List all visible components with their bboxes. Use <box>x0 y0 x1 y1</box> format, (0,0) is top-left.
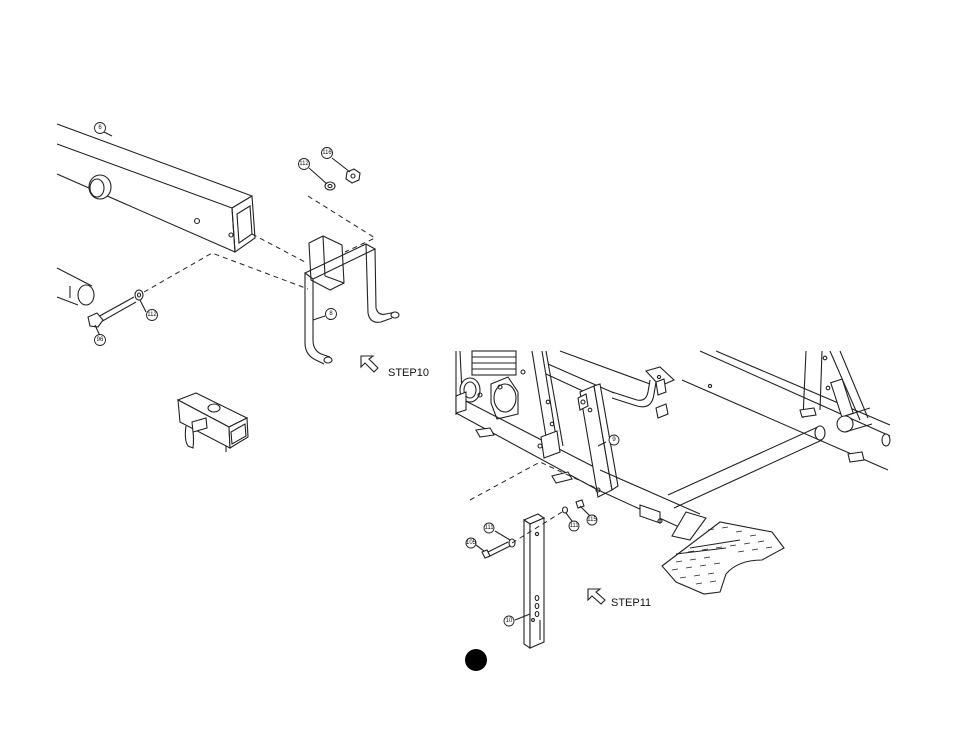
callout-116: 116 <box>322 148 333 159</box>
svg-text:111: 111 <box>569 523 579 529</box>
callout-111-right: 111 <box>569 521 579 531</box>
callout-6: 6 <box>95 123 106 134</box>
svg-text:105: 105 <box>466 540 477 546</box>
hook-bracket-8 <box>305 236 399 364</box>
clamp-detail-inset <box>178 393 248 452</box>
callout-112-bottom: 112 <box>147 310 158 321</box>
callout-10: 10 <box>504 616 514 626</box>
svg-text:112: 112 <box>299 161 309 167</box>
svg-text:115: 115 <box>587 517 597 523</box>
side-tube-left <box>57 268 94 305</box>
step11-label: STEP11 <box>611 597 651 609</box>
gym-frame <box>456 351 890 540</box>
step10-label: STEP10 <box>388 367 429 379</box>
svg-text:10: 10 <box>506 618 513 624</box>
callout-8: 8 <box>326 309 337 320</box>
svg-text:96: 96 <box>97 337 104 343</box>
page-marker-dot <box>465 649 487 671</box>
svg-text:112: 112 <box>147 312 157 318</box>
callout-105: 105 <box>466 538 477 548</box>
washer-112 <box>135 290 143 300</box>
leaders-step10 <box>95 131 350 336</box>
upright-10 <box>524 514 544 648</box>
callout-111-left: 111 <box>484 523 494 533</box>
callout-96: 96 <box>95 335 106 346</box>
step10-arrow <box>361 356 378 372</box>
callout-112-top: 112 <box>299 159 310 170</box>
step11-arrow <box>588 589 605 604</box>
svg-text:116: 116 <box>322 150 332 156</box>
main-frame-tube <box>57 124 255 252</box>
bolt-96 <box>88 297 136 327</box>
callout-115: 115 <box>587 515 597 525</box>
callout-9: 9 <box>609 435 619 445</box>
svg-text:111: 111 <box>484 525 494 531</box>
